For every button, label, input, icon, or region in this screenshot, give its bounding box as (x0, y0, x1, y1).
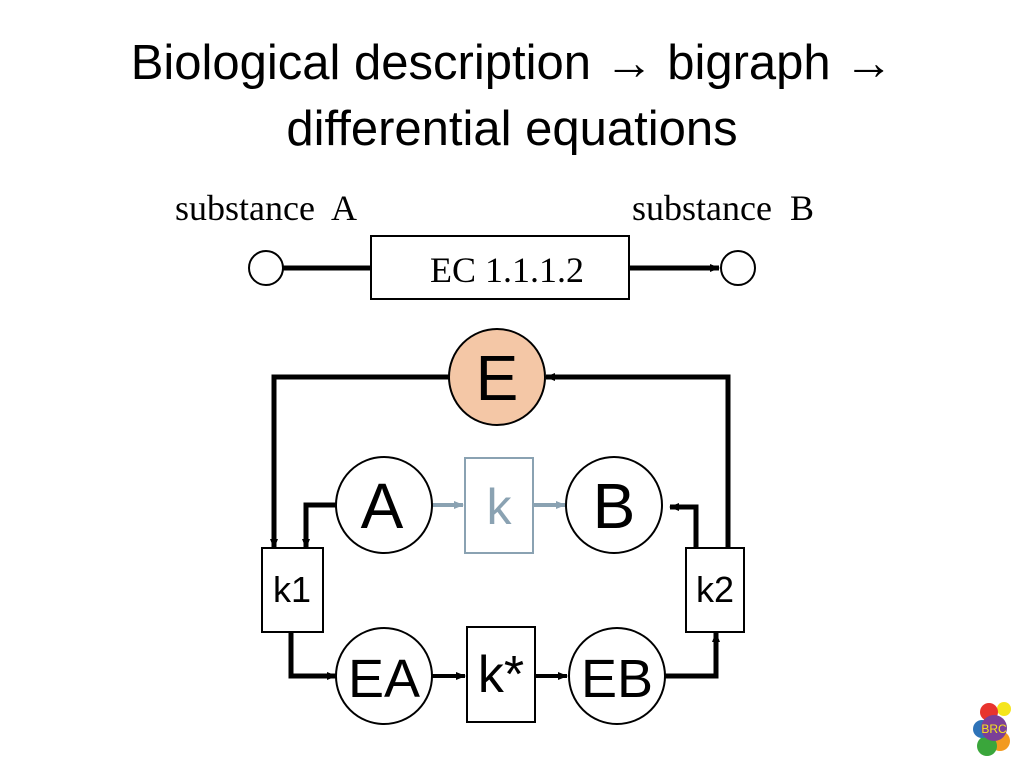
release-rate-label: k2 (696, 569, 734, 610)
catalytic-rate-label: k* (478, 646, 524, 704)
complex-ea-label: EA (348, 649, 420, 709)
substrate-a-label: A (361, 470, 404, 542)
logo-text: BRC (981, 722, 1007, 736)
enzyme-node-label: E (476, 342, 519, 414)
substrate-node (248, 250, 284, 286)
substrate-a-node (335, 456, 433, 554)
enzyme-node (448, 328, 546, 426)
brc-logo: BRC (973, 702, 1011, 756)
enzyme-label: EC 1.1.1.2 (430, 250, 584, 290)
edge-a-to-k1 (302, 502, 336, 549)
release-rate-box (685, 547, 745, 633)
overall-rate-box (464, 457, 534, 554)
product-b-node (565, 456, 663, 554)
edge-k1-to-ea (288, 632, 337, 680)
complex-eb-node (568, 627, 666, 725)
title-line-1: Biological description → bigraph → (130, 36, 894, 90)
edge-k2-to-e (545, 373, 731, 548)
edge-k2-to-b (669, 503, 699, 548)
complex-ea-node (335, 627, 433, 725)
product-node (720, 250, 756, 286)
substrate-label: substance A (175, 188, 357, 228)
product-label: substance B (632, 188, 814, 228)
edge-e-to-k1 (270, 374, 450, 549)
binding-rate-label: k1 (273, 569, 311, 610)
product-b-label: B (593, 470, 636, 542)
binding-rate-box (261, 547, 324, 633)
edge-eb-to-k2 (665, 632, 720, 679)
catalytic-rate-box (466, 626, 536, 723)
overall-rate-label: k (487, 479, 513, 535)
complex-eb-label: EB (581, 649, 653, 709)
slide-title: Biological description → bigraph → diffe… (0, 30, 1024, 162)
enzyme-box (370, 235, 630, 300)
title-line-2: differential equations (286, 102, 738, 156)
